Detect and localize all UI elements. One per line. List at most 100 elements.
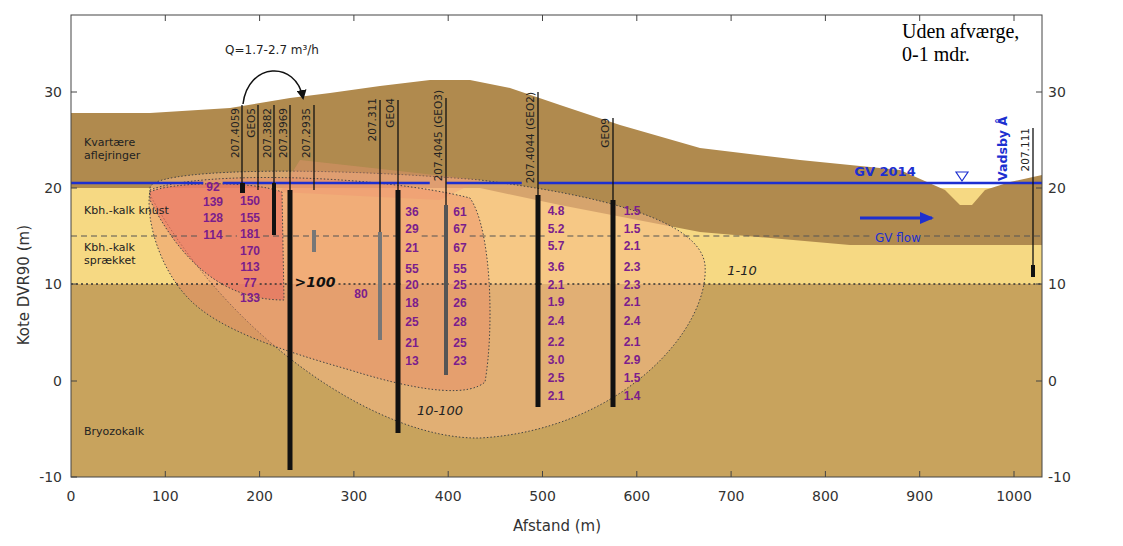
axis-title: Afstand (m): [513, 517, 601, 535]
concentration-value: 2.3: [624, 261, 641, 273]
concentration-value: 61: [453, 206, 466, 218]
plot-frame: [71, 15, 1042, 477]
axis-tick: 1000: [996, 489, 1032, 503]
limestone-boundary: [643, 283, 1042, 285]
plume-middle: [149, 178, 490, 391]
groundwater-level: [538, 182, 1042, 185]
contour-label: 1-10: [727, 263, 757, 278]
concentration-value: 2.1: [624, 336, 641, 348]
layer-name: Bryozokalk: [84, 425, 144, 438]
limestone-boundary: [470, 283, 545, 285]
limestone-boundary: [71, 283, 240, 285]
concentration-value: 3.6: [548, 261, 565, 273]
axis-tick: 20: [44, 181, 62, 195]
concentration-value: 2.1: [624, 296, 641, 308]
concentration-value: 113: [240, 261, 259, 273]
limestone-boundary: [924, 235, 1042, 236]
axis-title: Kote DVR90 (m): [17, 225, 32, 345]
axis-tick: 100: [152, 489, 179, 503]
well-id: 207.3969: [278, 108, 289, 158]
panel-title: Uden afværge, 0-1 mdr.: [902, 20, 1037, 66]
axis-tick: 300: [341, 489, 368, 503]
concentration-value: 2.1: [624, 240, 641, 252]
axis-tick: 10: [44, 277, 62, 291]
level-lines: [71, 183, 1042, 284]
axis-tick: 0: [67, 489, 76, 503]
axis-tick: 20: [1048, 181, 1066, 195]
concentration-value: 92: [206, 181, 219, 193]
concentration-value: 18: [405, 297, 418, 309]
well-id: 207.3882: [262, 108, 273, 158]
axis-tick: 0: [1048, 374, 1057, 388]
limestone-boundary: [260, 283, 292, 285]
limestone-boundary: [226, 235, 237, 236]
concentration-value: 28: [453, 316, 466, 328]
axis-tick: 700: [718, 489, 745, 503]
axis-tick: 400: [435, 489, 462, 503]
well-id: 207.4059: [230, 108, 241, 158]
concentration-value: 13: [405, 355, 418, 367]
concentration-value: 2.1: [548, 279, 565, 291]
concentration-value: 2.9: [624, 354, 641, 366]
concentration-value: 3.0: [548, 354, 565, 366]
concentration-value: 21: [405, 337, 418, 349]
concentration-value: 5.7: [548, 240, 565, 252]
axis-tick: 800: [812, 489, 839, 503]
concentration-value: 67: [453, 242, 466, 254]
concentration-value: 1.9: [548, 296, 565, 308]
concentration-value: 25: [453, 279, 466, 291]
concentration-value: 20: [405, 279, 418, 291]
concentration-value: 25: [453, 337, 466, 349]
limestone-boundary: [643, 235, 872, 236]
limestone-boundary: [338, 283, 402, 285]
concentration-value: 67: [453, 223, 466, 235]
axis-tick: 10: [1048, 277, 1066, 291]
concentration-value: 55: [453, 263, 466, 275]
concentration-value: 2.1: [548, 390, 565, 402]
concentration-value: 2.3: [624, 279, 641, 291]
well-id: 207.111: [1020, 128, 1031, 171]
flow-label: GV flow: [875, 231, 921, 245]
concentration-value: 2.2: [548, 336, 565, 348]
concentration-value: 26: [453, 297, 466, 309]
plume-inner: [150, 184, 284, 300]
concentration-value: 21: [405, 242, 418, 254]
concentration-value: 5.2: [548, 223, 565, 235]
concentration-value: 133: [240, 292, 260, 304]
concentration-value: 77: [243, 277, 256, 289]
concentration-value: 181: [240, 228, 260, 240]
groundwater-level: [71, 182, 203, 185]
limestone-boundary: [71, 235, 200, 236]
layer-name: Kbh.-kalk sprækket: [84, 241, 148, 267]
well-id: GEO5: [246, 108, 257, 138]
axis-tick: 900: [906, 489, 933, 503]
layer-name: Kbh.-kalk knust: [84, 204, 169, 217]
axis-tick: 30: [44, 85, 62, 99]
groundwater-level: [223, 182, 430, 185]
pumping-arrow: [243, 71, 303, 104]
concentration-value: 23: [453, 355, 466, 367]
stream-name: Vadsby Å: [997, 116, 1010, 181]
concentration-value: 1.4: [624, 390, 641, 402]
concentration-value: 4.8: [548, 205, 565, 217]
concentration-value: 29: [405, 223, 418, 235]
contour-label: >100: [295, 274, 336, 290]
concentration-value: 155: [240, 212, 260, 224]
axis-tick: 500: [529, 489, 556, 503]
well-id: 207.311: [367, 98, 378, 141]
water-level-symbol: [956, 172, 968, 181]
well-id: 207.4045 (GEO3): [433, 90, 444, 181]
concentration-value: 2.4: [624, 315, 641, 327]
concentration-value: 128: [203, 212, 223, 224]
well-id: 207.2935: [301, 108, 312, 158]
axis-tick: 30: [1048, 85, 1066, 99]
well-screens: [240, 183, 1035, 470]
concentration-value: 2.4: [548, 315, 565, 327]
axis-ticks: [71, 15, 1042, 477]
pumping-rate: Q=1.7-2.7 m³/h: [225, 43, 319, 57]
layer-name: Kvartære aflejringer: [84, 136, 164, 162]
flow-arrow: [860, 217, 932, 220]
axis-tick: 0: [53, 374, 62, 388]
